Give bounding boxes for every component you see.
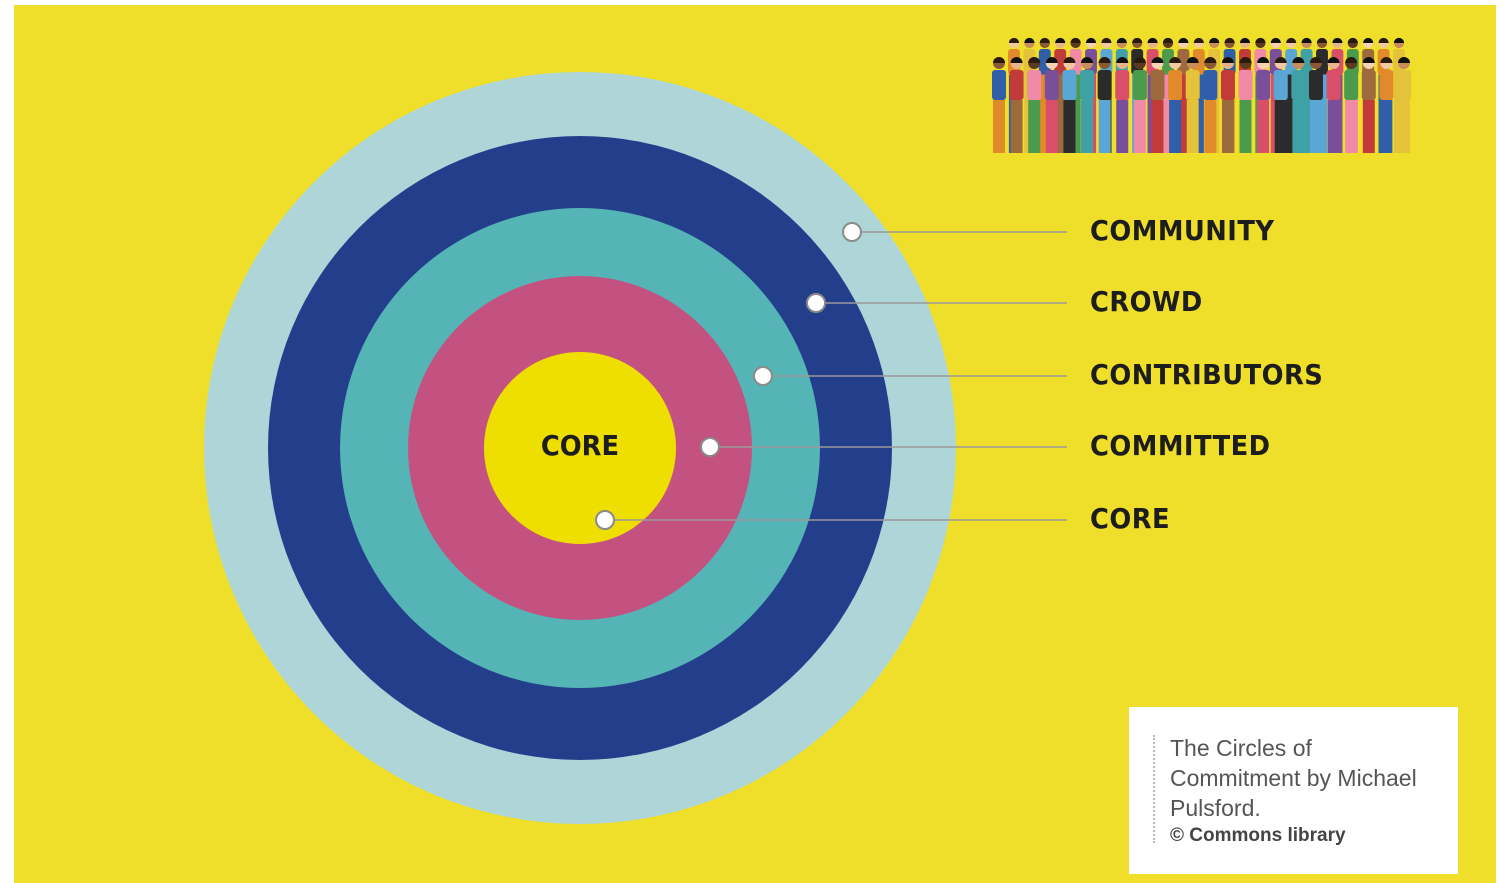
crowd-person <box>1291 57 1306 153</box>
crowd-person <box>1168 57 1183 153</box>
crowd-person <box>1185 57 1200 153</box>
connector-dot-contributors <box>753 366 773 386</box>
caption-text: The Circles of Commitment by Michael Pul… <box>1170 735 1417 821</box>
crowd-person <box>1273 57 1288 153</box>
crowd-person <box>1009 57 1024 153</box>
crowd-person <box>1192 37 1205 153</box>
ring-label-contributors: CONTRIBUTORS <box>1090 358 1324 391</box>
connector-dot-core <box>595 510 615 530</box>
caption-divider <box>1153 735 1155 843</box>
crowd-person <box>1080 57 1095 153</box>
diagram-panel: CORE COMMUNITY CROWD CONTRIBUTORS COMMITTED… <box>14 5 1496 883</box>
crowd-person <box>1027 57 1042 153</box>
crowd-of-people-illustration <box>992 37 1411 153</box>
crowd-person <box>1285 37 1298 153</box>
crowd-person <box>1256 57 1271 153</box>
crowd-person <box>1097 57 1112 153</box>
crowd-person <box>1326 57 1341 153</box>
crowd-person <box>1397 57 1411 153</box>
crowd-person <box>1177 37 1190 153</box>
crowd-person <box>1162 37 1174 153</box>
crowd-person <box>1238 57 1253 153</box>
ring-label-committed: COMMITTED <box>1090 429 1271 462</box>
ring-label-crowd: CROWD <box>1090 285 1203 318</box>
crowd-person <box>1379 57 1394 153</box>
crowd-person <box>1132 57 1147 153</box>
crowd-person <box>1220 57 1235 153</box>
crowd-person <box>1308 57 1323 153</box>
crowd-person <box>1300 37 1313 153</box>
crowd-person <box>1054 37 1067 153</box>
caption-credit: © Commons library <box>1170 825 1346 846</box>
center-core-label: CORE <box>540 429 620 462</box>
crowd-person <box>1203 57 1218 153</box>
connector-dot-committed <box>700 437 720 457</box>
ring-label-community: COMMUNITY <box>1090 214 1275 247</box>
circles-of-commitment-diagram <box>204 37 1411 824</box>
crowd-person <box>1344 57 1359 153</box>
caption-box: The Circles of Commitment by Michael Pul… <box>1129 707 1458 874</box>
crowd-person <box>992 57 1006 153</box>
crowd-person <box>1044 57 1059 153</box>
crowd-person <box>1062 57 1077 153</box>
ring-core <box>484 352 676 544</box>
crowd-person <box>1115 57 1130 153</box>
crowd-person <box>1361 57 1376 153</box>
crowd-person <box>1038 37 1051 153</box>
connector-dot-crowd <box>806 293 826 313</box>
ring-label-core: CORE <box>1090 502 1171 535</box>
connector-dot-community <box>842 222 862 242</box>
crowd-person <box>1150 57 1165 153</box>
